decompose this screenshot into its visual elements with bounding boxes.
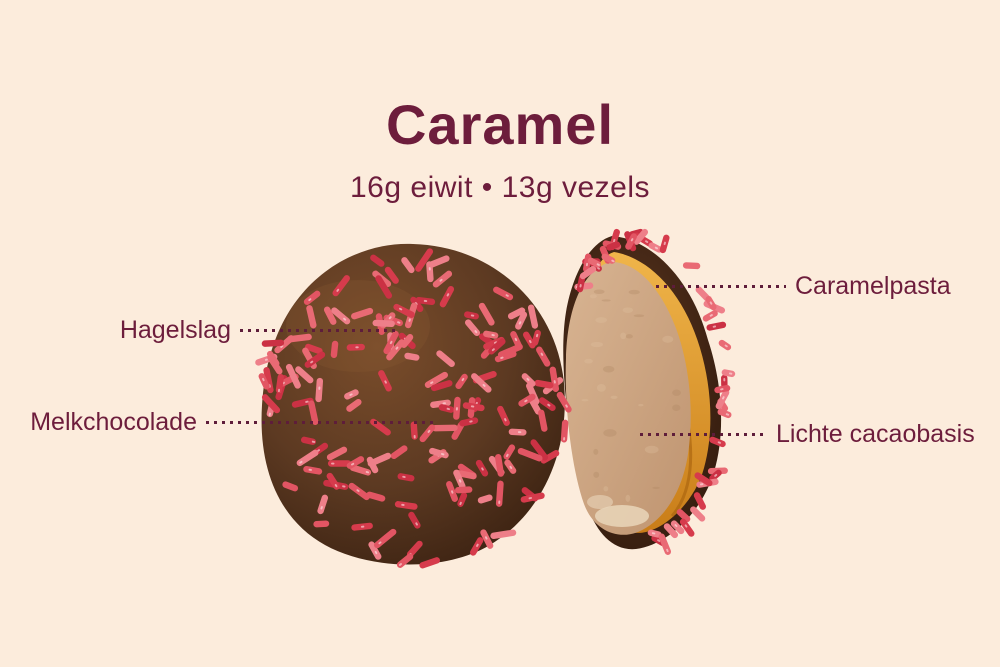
header: Caramel 16g eiwit • 13g vezels	[0, 0, 1000, 205]
leader-line-hagelslag	[240, 329, 400, 332]
cut-half	[563, 228, 736, 555]
leader-line-melkchocolade	[206, 421, 436, 424]
whole-ball	[255, 243, 572, 569]
label-lichte-cacaobasis-text: Lichte cacaobasis	[776, 420, 975, 448]
label-caramelpasta-text: Caramelpasta	[795, 272, 951, 300]
leader-line-caramelpasta	[656, 285, 786, 288]
nutrition-subtitle: 16g eiwit • 13g vezels	[350, 171, 650, 204]
label-hagelslag-text: Hagelslag	[119, 316, 231, 344]
label-hagelslag: Hagelslag	[0, 316, 400, 345]
label-lichte-cacaobasis: Lichte cacaobasis	[640, 420, 975, 449]
label-melkchocolade: Melkchocolade	[0, 408, 436, 437]
page-title: Caramel	[385, 93, 615, 156]
label-melkchocolade-text: Melkchocolade	[30, 408, 197, 436]
leader-line-lichte-cacaobasis	[640, 433, 767, 436]
label-caramelpasta: Caramelpasta	[656, 272, 951, 301]
